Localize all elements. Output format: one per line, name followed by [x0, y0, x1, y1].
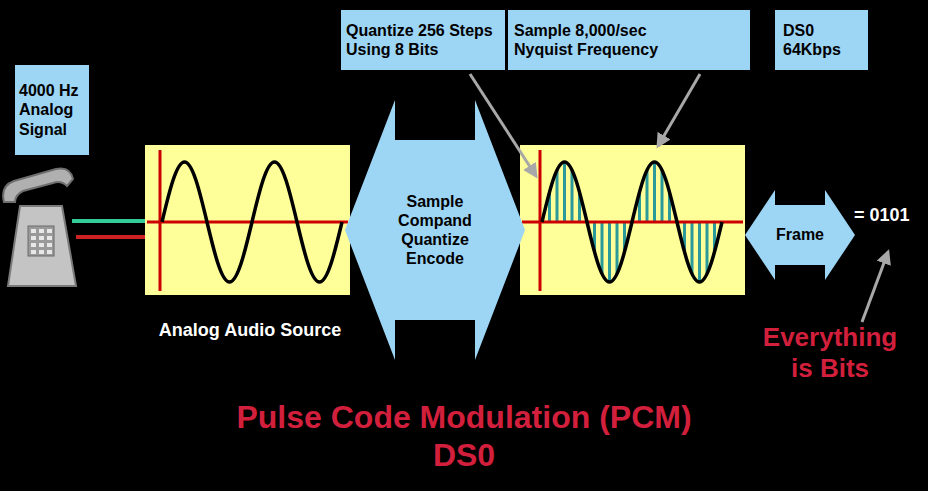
callout-box: DS0 64Kbps — [775, 10, 868, 70]
node-text: Sample Compand Quantize Encode — [385, 192, 485, 269]
node-text: 4000 Hz Analog Signal — [19, 81, 85, 139]
sampled-wave — [542, 162, 722, 282]
green-wire — [72, 219, 146, 223]
analog-panel — [145, 145, 350, 295]
node-text: Quantize 256 Steps Using 8 Bits — [346, 21, 500, 59]
telephone-icon — [3, 168, 76, 286]
callout-box: Quantize 256 Steps Using 8 Bits — [341, 10, 505, 70]
callout-box: Sample 8,000/sec Nyquist Frequency — [508, 10, 750, 70]
sampled-panel — [520, 145, 745, 295]
node-text: DS0 64Kbps — [783, 21, 859, 59]
double-arrow — [345, 100, 525, 360]
red-wire — [76, 235, 146, 239]
phone-keypad — [28, 226, 54, 256]
node-text: Sample 8,000/sec Nyquist Frequency — [514, 21, 704, 59]
leader-line — [862, 252, 888, 322]
callout-note: Everything is Bits — [755, 322, 905, 384]
phone-keys — [31, 229, 52, 254]
phone-handset — [3, 168, 73, 202]
bit-output: = 0101 — [854, 205, 920, 227]
phone-body — [8, 206, 76, 286]
process-arrow: Sample Compand Quantize Encode — [345, 100, 525, 360]
axis-horizontal — [147, 221, 348, 224]
leader-line — [658, 74, 700, 146]
panel-caption: Analog Audio Source — [150, 320, 350, 342]
analog-wave — [162, 162, 342, 282]
arrow-shape — [345, 100, 525, 360]
double-arrow — [745, 190, 855, 280]
frame-arrow: Frame — [745, 190, 855, 280]
diagram-title: Pulse Code Modulation (PCM) DS0 — [219, 398, 709, 475]
signal-box: 4000 Hz Analog Signal — [15, 65, 89, 155]
node-text: Frame — [765, 225, 835, 244]
